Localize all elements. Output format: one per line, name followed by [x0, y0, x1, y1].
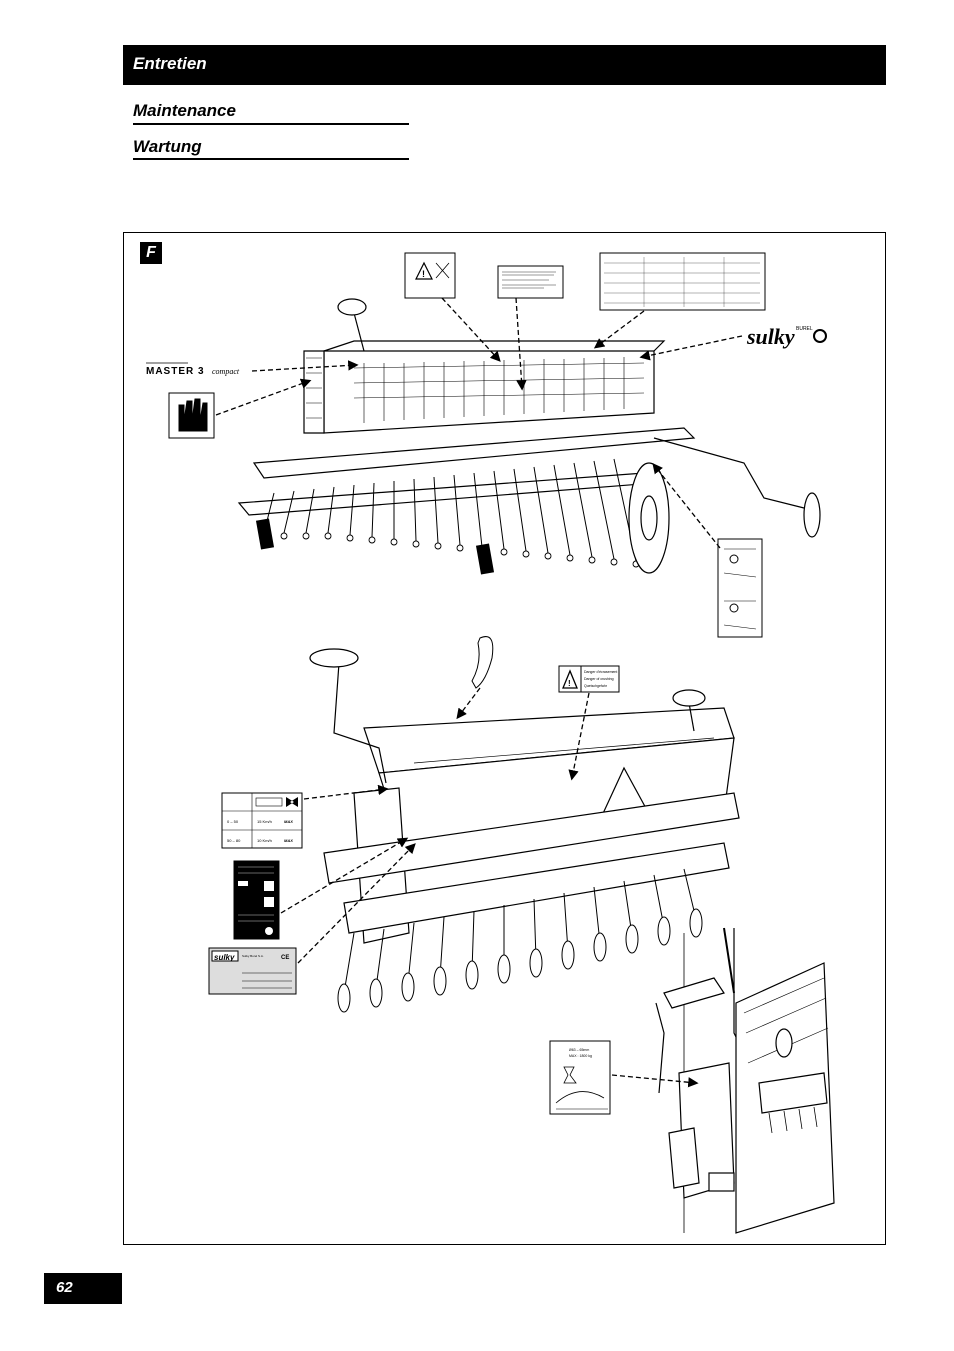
svg-text:Sulky Burel S.A.: Sulky Burel S.A.: [242, 954, 264, 958]
label-calibration-chart: [599, 252, 766, 311]
header-title: Entretien: [133, 54, 207, 73]
svg-text:sulky: sulky: [214, 953, 235, 962]
svg-text:50 – 80: 50 – 80: [227, 838, 241, 843]
svg-text:CE: CE: [281, 955, 289, 961]
label-model-tag: MASTER 3 compact: [146, 362, 240, 377]
label-danger-crushing: ! Danger d'écrasement Danger of crushing…: [558, 665, 620, 693]
page-number: 62: [56, 1279, 73, 1296]
svg-text:Danger of crushing: Danger of crushing: [584, 677, 614, 681]
seed-drill-middle: [309, 648, 740, 1013]
svg-text:0 – 50: 0 – 50: [227, 819, 239, 824]
svg-text:MAX: MAX: [284, 838, 293, 843]
subtitle-wartung: Wartung: [133, 137, 202, 156]
label-hitch-instructions: [717, 538, 763, 638]
svg-text:10 Km/h: 10 Km/h: [257, 838, 272, 843]
subtitle-maintenance: Maintenance: [133, 101, 236, 120]
figure-letter: F: [140, 242, 162, 264]
svg-text:Danger d'écrasement: Danger d'écrasement: [584, 670, 617, 674]
label-hitch-specs: Ø63 – 65mm MAX : 1800 kg: [549, 1040, 611, 1115]
label-instructions-text: [497, 265, 564, 299]
label-warning-pictogram: !: [404, 252, 456, 299]
label-id-plate: sulky Sulky Burel S.A. CE: [208, 947, 297, 995]
seed-drill-top: [237, 298, 821, 575]
hitch-detail: [655, 927, 835, 1234]
machine-illustration: MASTER 3 compact ! sulky BUREL: [146, 252, 835, 1234]
svg-text:MAX: MAX: [284, 819, 293, 824]
svg-text:15 Km/h: 15 Km/h: [257, 819, 272, 824]
label-brand-logo: sulky BUREL: [746, 324, 827, 349]
svg-text:sulky: sulky: [746, 324, 795, 349]
figure-frame: F: [123, 232, 886, 1245]
svg-text:!: !: [422, 269, 425, 279]
svg-text:MASTER 3: MASTER 3: [146, 366, 205, 377]
svg-text:Quetschgefahr: Quetschgefahr: [584, 684, 608, 688]
page-number-box: 62: [44, 1273, 122, 1304]
svg-text:Ø63 – 65mm: Ø63 – 65mm: [569, 1048, 589, 1052]
label-black-plate: [233, 860, 280, 940]
label-hopper-shape: [471, 636, 494, 689]
svg-text:!: !: [568, 679, 571, 688]
header-bar: Entretien: [123, 45, 886, 85]
label-glove: [168, 392, 215, 439]
subtitle-underline: [133, 158, 409, 160]
label-speed-chart: 0 – 50 15 Km/h MAX 50 – 80 10 Km/h MAX: [221, 792, 303, 849]
subtitle-underline: [133, 123, 409, 125]
svg-text:MAX : 1800 kg: MAX : 1800 kg: [569, 1054, 592, 1058]
svg-text:BUREL: BUREL: [796, 326, 813, 332]
svg-text:compact: compact: [212, 367, 240, 376]
